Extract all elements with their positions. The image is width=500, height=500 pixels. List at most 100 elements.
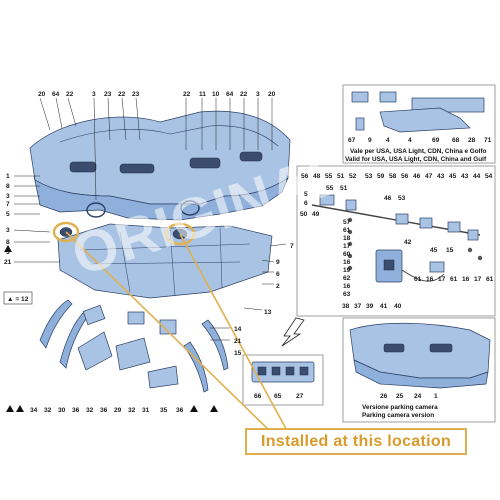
- svg-text:21: 21: [234, 338, 242, 345]
- svg-text:66: 66: [254, 393, 262, 400]
- bracket-part: [251, 361, 315, 383]
- svg-text:51: 51: [340, 185, 348, 192]
- svg-text:34: 34: [30, 407, 38, 414]
- camera-caption-en: Parking camera version: [362, 412, 434, 419]
- svg-text:23: 23: [132, 91, 140, 98]
- svg-text:65: 65: [274, 393, 282, 400]
- svg-text:38: 38: [342, 303, 350, 310]
- svg-text:3: 3: [6, 227, 10, 234]
- svg-text:1: 1: [6, 173, 10, 180]
- svg-text:63: 63: [343, 291, 351, 298]
- detail-parts: [311, 194, 483, 283]
- direction-arrow-icon: [281, 317, 305, 347]
- svg-text:14: 14: [234, 326, 242, 333]
- svg-text:32: 32: [128, 407, 136, 414]
- svg-text:17: 17: [438, 276, 446, 283]
- svg-text:52: 52: [349, 173, 357, 180]
- svg-text:40: 40: [394, 303, 402, 310]
- svg-text:45: 45: [430, 247, 438, 254]
- main-callouts-top: 20 64 22 3 23 22 23 22 11 10 64 22 3 20: [38, 91, 276, 98]
- svg-text:71: 71: [484, 137, 492, 144]
- svg-text:61: 61: [414, 276, 422, 283]
- svg-text:27: 27: [296, 393, 304, 400]
- svg-text:5: 5: [6, 211, 10, 218]
- variant-caption-en: Valid for USA, USA Light, CDN, China and…: [345, 156, 487, 163]
- svg-text:7: 7: [290, 243, 294, 250]
- svg-text:8: 8: [6, 183, 10, 190]
- svg-text:4: 4: [386, 137, 390, 144]
- callout-leaders: [13, 97, 287, 341]
- legend-marker: ▲ = 12: [7, 296, 29, 303]
- svg-text:20: 20: [38, 91, 46, 98]
- main-callouts-bottom: 34 32 30 36 32 36 29 32 31 35 36: [30, 407, 184, 414]
- svg-text:61: 61: [486, 276, 494, 283]
- svg-text:69: 69: [432, 137, 440, 144]
- svg-text:16: 16: [343, 283, 351, 290]
- detail-callouts-bottom: 38 37 39 41 40 61 16 17 61 16 17 61: [342, 276, 494, 310]
- main-callouts-left: 1 8 3 7 5 3 8 3 21: [4, 173, 12, 266]
- svg-text:9: 9: [276, 259, 280, 266]
- svg-text:19: 19: [343, 267, 351, 274]
- svg-text:57: 57: [343, 219, 351, 226]
- variant-caption-it: Vale per USA, USA Light, CDN, China e Go…: [350, 148, 487, 155]
- svg-text:29: 29: [114, 407, 122, 414]
- svg-text:13: 13: [264, 309, 272, 316]
- variant-parts: [351, 91, 485, 133]
- svg-text:43: 43: [437, 173, 445, 180]
- bracket-box: [242, 354, 324, 406]
- svg-text:56: 56: [401, 173, 409, 180]
- svg-text:23: 23: [104, 91, 112, 98]
- svg-text:61: 61: [450, 276, 458, 283]
- detail-callouts-left: 50 49 57 61 18 17 60 16 19 62 16 63: [300, 211, 351, 298]
- svg-text:3: 3: [6, 193, 10, 200]
- svg-text:5: 5: [304, 191, 308, 198]
- svg-text:1: 1: [434, 393, 438, 400]
- svg-text:9: 9: [368, 137, 372, 144]
- svg-text:43: 43: [461, 173, 469, 180]
- svg-text:59: 59: [377, 173, 385, 180]
- svg-text:25: 25: [396, 393, 404, 400]
- svg-text:46: 46: [384, 195, 392, 202]
- svg-text:53: 53: [398, 195, 406, 202]
- svg-text:48: 48: [313, 173, 321, 180]
- svg-text:64: 64: [226, 91, 234, 98]
- svg-text:68: 68: [452, 137, 460, 144]
- svg-text:45: 45: [449, 173, 457, 180]
- svg-text:17: 17: [343, 243, 351, 250]
- svg-text:31: 31: [142, 407, 150, 414]
- svg-text:3: 3: [92, 91, 96, 98]
- lower-trim-pieces: [39, 299, 229, 393]
- svg-text:28: 28: [468, 137, 476, 144]
- svg-text:67: 67: [348, 137, 356, 144]
- svg-text:16: 16: [343, 259, 351, 266]
- svg-text:7: 7: [6, 201, 10, 208]
- svg-text:32: 32: [44, 407, 52, 414]
- svg-text:39: 39: [366, 303, 374, 310]
- svg-text:50: 50: [300, 211, 308, 218]
- svg-text:3: 3: [256, 91, 260, 98]
- legend-marker-box: [3, 291, 33, 305]
- svg-text:53: 53: [365, 173, 373, 180]
- svg-text:2: 2: [276, 283, 280, 290]
- svg-text:17: 17: [474, 276, 482, 283]
- detail-box: [296, 165, 496, 317]
- svg-text:54: 54: [485, 173, 493, 180]
- svg-text:47: 47: [425, 173, 433, 180]
- detail-callouts-misc: 5 6 46 53 55 51: [304, 185, 406, 207]
- svg-text:36: 36: [176, 407, 184, 414]
- svg-text:56: 56: [301, 173, 309, 180]
- svg-text:15: 15: [234, 350, 242, 357]
- variant-box: [342, 84, 496, 164]
- svg-text:22: 22: [118, 91, 126, 98]
- svg-text:35: 35: [160, 407, 168, 414]
- svg-text:60: 60: [343, 251, 351, 258]
- svg-text:62: 62: [343, 275, 351, 282]
- svg-text:37: 37: [354, 303, 362, 310]
- svg-text:11: 11: [199, 91, 206, 98]
- svg-text:21: 21: [4, 259, 12, 266]
- camera-caption-it: Versione parking camera: [362, 404, 438, 411]
- svg-text:22: 22: [183, 91, 191, 98]
- main-callouts-right: 7 9 6 2 13: [264, 243, 294, 316]
